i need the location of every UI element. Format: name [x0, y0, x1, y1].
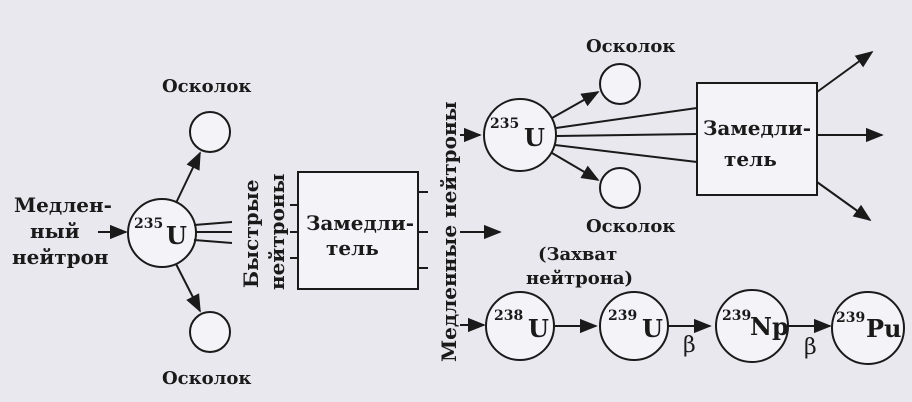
beta-label-2: β — [804, 335, 817, 360]
neutron-line-c — [554, 144, 698, 163]
nucleus-pu239 — [831, 291, 905, 365]
fast-neutrons-label-1: Быстрые — [239, 180, 263, 288]
nucleus-u235-first-symbol: U — [166, 221, 187, 250]
fragment-bottom-arrow — [175, 263, 201, 313]
slow-neutron-label-1: Медлен- — [14, 193, 112, 217]
nucleus-np239-symbol: Np — [750, 312, 789, 341]
moderator-box-first — [297, 171, 419, 290]
nucleus-u239-symbol: U — [642, 314, 663, 343]
nucleus-np239-mass: 239 — [722, 308, 751, 324]
fast-neutron-line-3 — [193, 239, 233, 244]
moderator-first-label-1: Замедли- — [306, 211, 414, 235]
nucleus-u238-mass: 238 — [494, 308, 523, 324]
fast-neutrons-label-2: нейтроны — [265, 173, 289, 290]
neutron-line-a — [555, 107, 698, 129]
fragment-bottom-right-arrow — [551, 152, 600, 181]
capture-label-2: нейтрона) — [526, 268, 633, 289]
fragment-label-bottom: Осколок — [162, 368, 251, 389]
slow-neutron-label-3: нейтрон — [12, 245, 109, 269]
slow-neutron-label-2: ный — [30, 219, 80, 243]
fragment-top-right — [599, 63, 641, 105]
beta-label-1: β — [683, 333, 696, 358]
capture-label-1: (Захват — [538, 244, 617, 265]
slow-neutrons-label: Медленные нейтроны — [437, 101, 461, 362]
nucleus-u235-second — [483, 98, 557, 172]
nucleus-u235-second-mass: 235 — [490, 116, 519, 132]
fragment-label-top-right: Осколок — [586, 36, 675, 57]
fragment-bottom-right — [599, 167, 641, 209]
fragment-label-top: Осколок — [162, 76, 251, 97]
fragment-bottom — [189, 311, 231, 353]
fragment-top-arrow — [175, 151, 201, 204]
moderator-first-label-2: тель — [326, 236, 379, 260]
outgoing-arrow-down — [816, 181, 872, 222]
fragment-top-right-arrow — [551, 91, 600, 119]
outgoing-arrow-up — [816, 50, 874, 93]
neutron-line-b — [556, 133, 698, 137]
nucleus-u235-second-symbol: U — [524, 123, 545, 152]
fragment-label-bottom-right: Осколок — [586, 216, 675, 237]
moderator-second-label-2: тель — [724, 147, 777, 171]
nucleus-pu239-symbol: Pu — [866, 314, 902, 343]
fragment-top — [189, 111, 231, 153]
nucleus-pu239-mass: 239 — [836, 310, 865, 326]
fast-neutron-line-1 — [193, 221, 233, 226]
moderator-second-label-1: Замедли- — [703, 116, 811, 140]
nucleus-u238-symbol: U — [528, 314, 549, 343]
moderator-box-second — [696, 82, 818, 196]
nucleus-u239-mass: 239 — [608, 308, 637, 324]
nucleus-u235-first-mass: 235 — [134, 216, 163, 232]
